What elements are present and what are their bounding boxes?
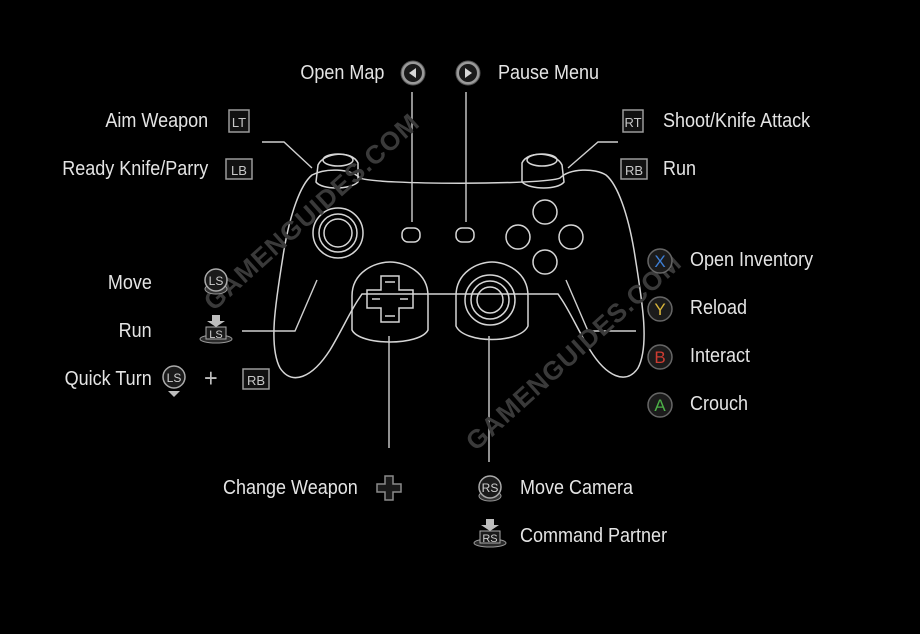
dpad-housing — [351, 261, 429, 343]
rb-bumper-icon: RB — [239, 366, 273, 392]
leader-shoot — [567, 141, 618, 169]
dpad — [366, 275, 414, 323]
label-change-weapon: Change Weapon — [223, 477, 358, 499]
plus-sign: + — [204, 363, 218, 393]
left-stick-press-icon: LS — [197, 313, 235, 345]
x-button-icon: X — [646, 247, 674, 275]
rb-bumper-icon: RB — [617, 156, 651, 182]
right-bumper — [521, 153, 565, 189]
label-reload: Reload — [690, 297, 748, 319]
right-stick-ring — [464, 274, 516, 326]
back-arrow-icon — [400, 60, 426, 86]
b-button-icon: B — [646, 343, 674, 371]
label-aim-weapon: Aim Weapon — [105, 110, 208, 132]
label-crouch: Crouch — [690, 393, 749, 415]
svg-text:LB: LB — [231, 163, 247, 178]
leader-move-run — [242, 279, 318, 332]
face-button-right — [558, 224, 584, 250]
face-button-left — [505, 224, 531, 250]
label-run-ls: Run — [118, 320, 152, 342]
left-stick-ring — [312, 207, 364, 259]
rt-trigger-icon: RT — [620, 108, 646, 134]
svg-text:RT: RT — [624, 115, 641, 130]
svg-text:LS: LS — [209, 274, 224, 288]
svg-text:RS: RS — [482, 481, 499, 495]
face-button-bottom — [532, 249, 558, 275]
lt-trigger-icon: LT — [226, 108, 252, 134]
svg-text:LS: LS — [209, 329, 222, 341]
label-quick-turn: Quick Turn — [64, 368, 152, 390]
start-button — [455, 227, 475, 243]
leader-aim-weapon — [262, 141, 313, 169]
right-stick-press-icon: RS — [471, 517, 509, 549]
label-open-inventory: Open Inventory — [690, 249, 814, 271]
svg-text:LS: LS — [167, 371, 182, 385]
right-stick-icon: RS — [476, 474, 504, 504]
dpad-icon — [375, 474, 403, 502]
back-button — [401, 227, 421, 243]
y-button-icon: Y — [646, 295, 674, 323]
a-button-icon: A — [646, 391, 674, 419]
label-shoot-knife-attack: Shoot/Knife Attack — [663, 110, 811, 132]
svg-text:RB: RB — [625, 163, 643, 178]
svg-text:Y: Y — [654, 300, 665, 319]
left-stick-down-icon: LS — [160, 364, 188, 398]
label-interact: Interact — [690, 345, 751, 367]
svg-text:LT: LT — [232, 115, 246, 130]
label-pause-menu: Pause Menu — [498, 62, 600, 84]
right-stick-housing — [455, 261, 529, 341]
svg-text:RB: RB — [247, 373, 265, 388]
svg-text:X: X — [654, 252, 665, 271]
start-arrow-icon — [455, 60, 481, 86]
left-stick-icon: LS — [202, 267, 230, 297]
label-open-map: Open Map — [299, 62, 384, 84]
label-ready-knife-parry: Ready Knife/Parry — [61, 158, 208, 180]
label-command-partner: Command Partner — [520, 525, 668, 547]
label-move-camera: Move Camera — [520, 477, 634, 499]
svg-text:RS: RS — [482, 533, 497, 545]
leader-face-buttons — [565, 279, 636, 332]
lb-bumper-icon: LB — [222, 156, 256, 182]
svg-text:A: A — [654, 396, 666, 415]
svg-text:B: B — [654, 348, 665, 367]
face-button-top — [532, 199, 558, 225]
controller-body — [273, 169, 645, 379]
label-move: Move — [107, 272, 152, 294]
left-bumper — [315, 153, 359, 189]
label-run-rb: Run — [663, 158, 697, 180]
